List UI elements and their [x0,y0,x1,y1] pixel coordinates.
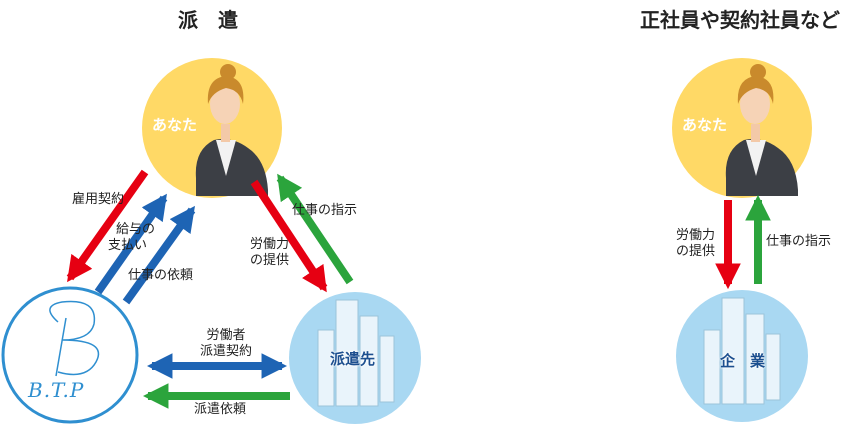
client-node [289,292,421,424]
label-salary-line1: 給与の [116,222,156,237]
label-labor-left-line2: の提供 [250,253,290,268]
arrow-work-request [122,205,196,305]
arrow-salary-payment [94,193,168,295]
label-labor-right-line1: 労働力 [676,228,716,243]
label-dispatch-line1: 労働者 [206,328,246,343]
building-icon-right [703,297,781,405]
woman-illustration-left [195,64,268,196]
label-work-request: 仕事の依頼 [128,268,194,283]
arrow-employment-contract [66,169,149,283]
label-work-instruction-left: 仕事の指示 [292,203,358,218]
woman-illustration-right [725,64,798,196]
label-dispatch-request: 派遣依頼 [194,402,247,417]
arrow-labor-provision-left [250,179,328,293]
you-node-right [672,58,812,198]
you-label-left: あなた [152,116,198,134]
label-salary-line2: 支払い [108,238,148,253]
btp-node [1,286,139,424]
client-label: 派遣先 [330,350,376,368]
you-node-left [142,58,282,198]
company-node [676,290,808,422]
label-employment-contract: 雇用契約 [72,192,125,207]
label-labor-right-line2: の提供 [676,244,716,259]
btp-label: B.T.P [28,378,85,402]
you-label-right: あなた [682,116,728,134]
btp-logo-icon [49,300,100,376]
label-labor-left-line1: 労働力 [250,237,290,252]
right-section-title: 正社員や契約社員など [640,8,840,32]
company-label: 企 業 [720,352,766,370]
arrow-work-instruction-left [276,173,354,285]
left-section-title: 派 遣 [178,8,238,32]
building-icon-left [317,299,395,407]
label-dispatch-line2: 派遣契約 [199,344,252,359]
label-work-instruction-right: 仕事の指示 [766,234,832,249]
